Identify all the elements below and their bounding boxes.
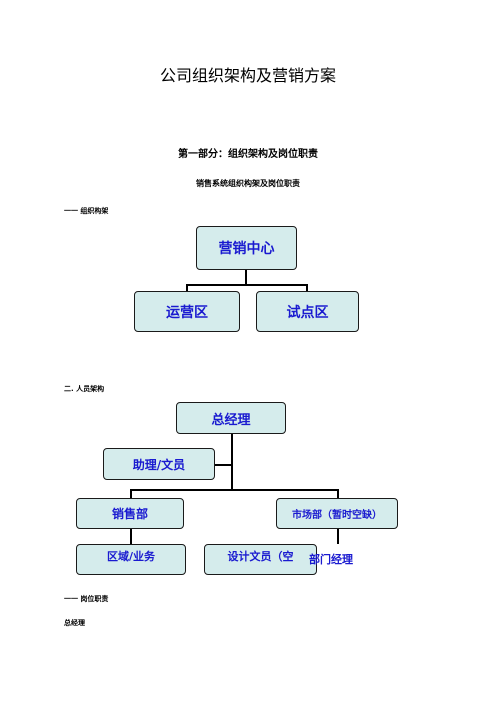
org-box-pilot: 试点区 xyxy=(256,291,359,332)
org-box-marketing-dept: 市场部（暂时空缺） xyxy=(276,498,398,529)
connector-line xyxy=(306,284,308,292)
connector-line xyxy=(130,489,132,499)
connector-line xyxy=(130,489,338,491)
org-box-region-business: 区域/业务 xyxy=(76,544,186,575)
connector-line xyxy=(231,434,233,489)
org-box-operations: 运营区 xyxy=(134,291,240,332)
org-box-assistant: 助理/文员 xyxy=(103,448,215,480)
org-box-design-clerk: 设计文员（空 xyxy=(204,544,317,575)
duty-heading-general-manager: 总经理 xyxy=(64,619,85,627)
org-box-sales-dept: 销售部 xyxy=(76,498,184,529)
section-subtitle: 销售系统组织构架及岗位职责 xyxy=(196,179,300,188)
connector-line xyxy=(337,529,339,544)
section-label-personnel: 二. 人员架构 xyxy=(64,385,105,393)
section-label-duties: 一一 岗位职责 xyxy=(64,595,109,603)
overlay-label-dept-manager: 部门经理 xyxy=(309,553,353,566)
connector-line xyxy=(130,529,132,544)
connector-line xyxy=(186,284,188,292)
org-box-marketing-center: 营销中心 xyxy=(196,226,297,270)
connector-line xyxy=(337,489,339,499)
connector-line xyxy=(245,270,247,284)
connector-line xyxy=(215,464,232,466)
page-title: 公司组织架构及营销方案 xyxy=(159,66,336,85)
connector-line xyxy=(186,284,307,286)
org-box-general-manager: 总经理 xyxy=(176,402,286,434)
part-heading: 第一部分：组织架构及岗位职责 xyxy=(178,149,318,160)
section-label-structure: 一一 组织构架 xyxy=(64,207,109,215)
